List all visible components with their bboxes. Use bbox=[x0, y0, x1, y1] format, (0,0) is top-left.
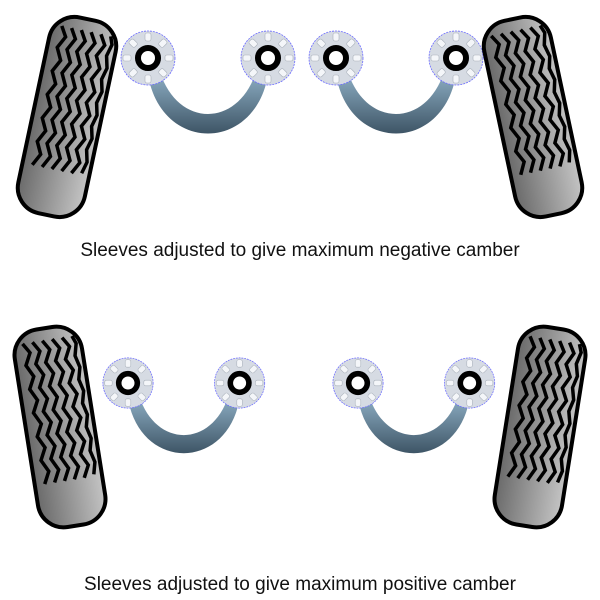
control-arm-bottom-left bbox=[103, 358, 265, 453]
tire-top-right bbox=[476, 10, 590, 224]
caption-negative-camber: Sleeves adjusted to give maximum negativ… bbox=[80, 240, 520, 261]
tire-bottom-right bbox=[488, 320, 592, 534]
control-arm-bottom-right bbox=[333, 358, 495, 453]
control-arm-top-left bbox=[121, 31, 295, 134]
tire-bottom-left bbox=[8, 320, 112, 534]
caption-positive-camber: Sleeves adjusted to give maximum positiv… bbox=[84, 574, 516, 595]
tire-top-left bbox=[10, 10, 124, 224]
control-arm-top-right bbox=[309, 31, 483, 134]
